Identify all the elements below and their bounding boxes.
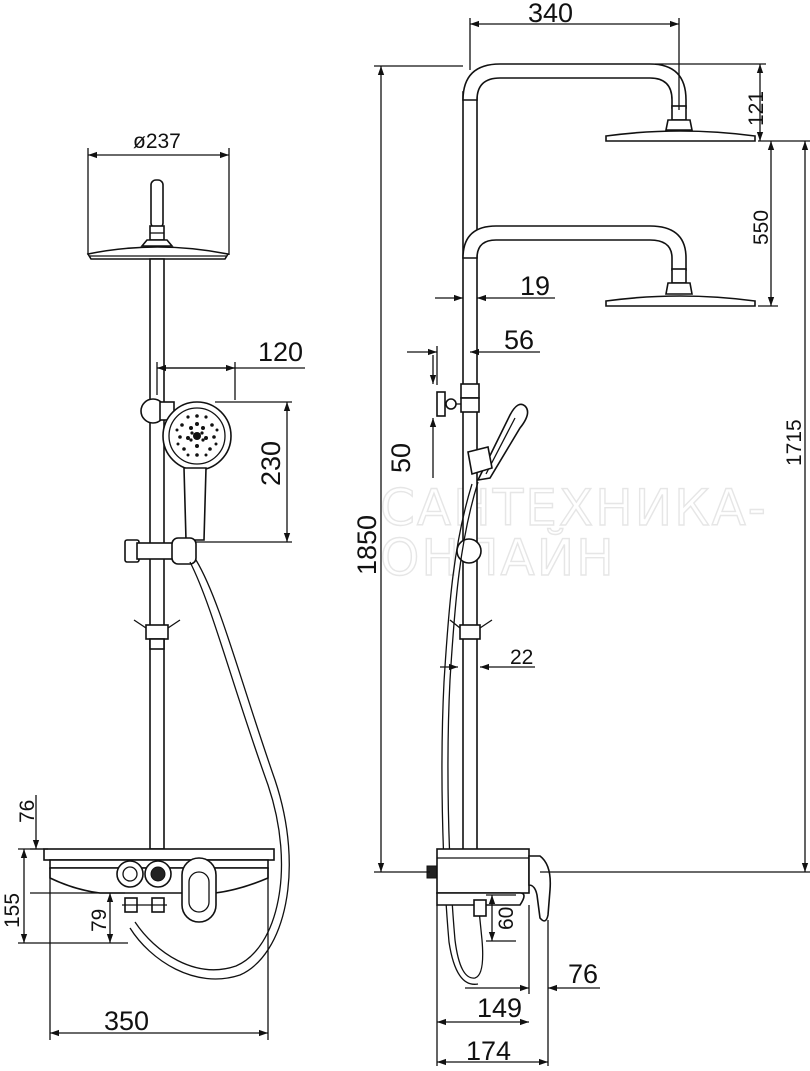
label-pipe-diameter: 19	[520, 271, 550, 301]
front-overhead-shower	[86, 179, 230, 260]
dim-top-to-panel: 76	[16, 795, 48, 850]
watermark-line1: САНТЕХНИКА-	[380, 479, 768, 537]
side-lower-head	[605, 268, 756, 307]
dim-arm-reach: 340	[469, 0, 680, 110]
dim-handshower-offset: 120	[156, 337, 305, 400]
side-upper-arm	[462, 63, 687, 109]
front-slide-holder	[124, 537, 197, 565]
label-hose-offset: 22	[510, 646, 533, 669]
dim-total-height: 1850	[352, 65, 463, 873]
label-total-width: 350	[104, 1006, 149, 1036]
dim-total-width: 350	[49, 868, 269, 1040]
label-total-depth: 174	[466, 1036, 511, 1066]
front-hose-inner	[134, 561, 283, 971]
label-head-height: 1715	[783, 419, 806, 466]
watermark-line2: ОНЛАЙН	[380, 528, 616, 587]
front-hook	[133, 619, 181, 650]
dim-handshower-height: 230	[196, 401, 292, 543]
label-head-spacing: 550	[750, 210, 773, 245]
dim-spout-drop: 60	[486, 894, 518, 942]
front-hose-outer	[129, 559, 290, 980]
side-hose-outer	[447, 481, 484, 979]
label-lever-depth: 76	[568, 959, 598, 989]
label-spout-drop: 60	[495, 907, 518, 930]
dim-pipe-diameter: 19	[435, 271, 555, 302]
dim-head-diameter: ø237	[87, 130, 230, 255]
front-view: ø237 120 230 76 155	[1, 130, 305, 1040]
dim-head-spacing: 550	[750, 141, 778, 307]
side-lower-arm	[462, 225, 687, 271]
side-mixer-body	[426, 848, 552, 922]
label-arm-reach: 340	[528, 0, 573, 28]
dim-head-drop: 121	[655, 63, 810, 142]
side-view: 340 121 550 1715 1850	[352, 0, 810, 1066]
side-hose-inner	[441, 483, 479, 985]
dim-head-height: 1715	[540, 141, 810, 873]
label-body-depth: 149	[477, 993, 522, 1023]
dim-bracket-height: 50	[386, 355, 437, 478]
front-hand-shower	[162, 401, 232, 541]
side-upper-head	[605, 105, 756, 142]
label-panel-height: 155	[1, 893, 24, 928]
label-bracket-height: 50	[386, 443, 416, 473]
front-upper-holder	[140, 398, 175, 424]
watermark: САНТЕХНИКА- ОНЛАЙН	[379, 478, 768, 587]
label-head-diameter: ø237	[133, 130, 181, 153]
dim-body-depth: 149	[436, 905, 529, 1066]
dim-spout-height: 79	[30, 892, 125, 943]
label-handshower-height: 230	[256, 441, 286, 486]
dim-lever-depth: 76	[465, 905, 600, 1066]
dim-bracket-offset: 56	[407, 325, 540, 385]
label-handshower-offset: 120	[258, 337, 303, 367]
label-bracket-offset: 56	[504, 325, 534, 355]
side-wall-bracket	[436, 383, 480, 417]
front-mixer-body	[43, 848, 275, 923]
label-top-to-panel: 76	[16, 800, 39, 823]
dim-hose-offset: 22	[440, 646, 535, 671]
side-hook	[449, 619, 493, 640]
label-spout-height: 79	[88, 909, 111, 932]
dim-total-depth: 174	[437, 1036, 548, 1066]
label-total-height: 1850	[352, 515, 382, 575]
label-head-drop: 121	[745, 91, 768, 126]
